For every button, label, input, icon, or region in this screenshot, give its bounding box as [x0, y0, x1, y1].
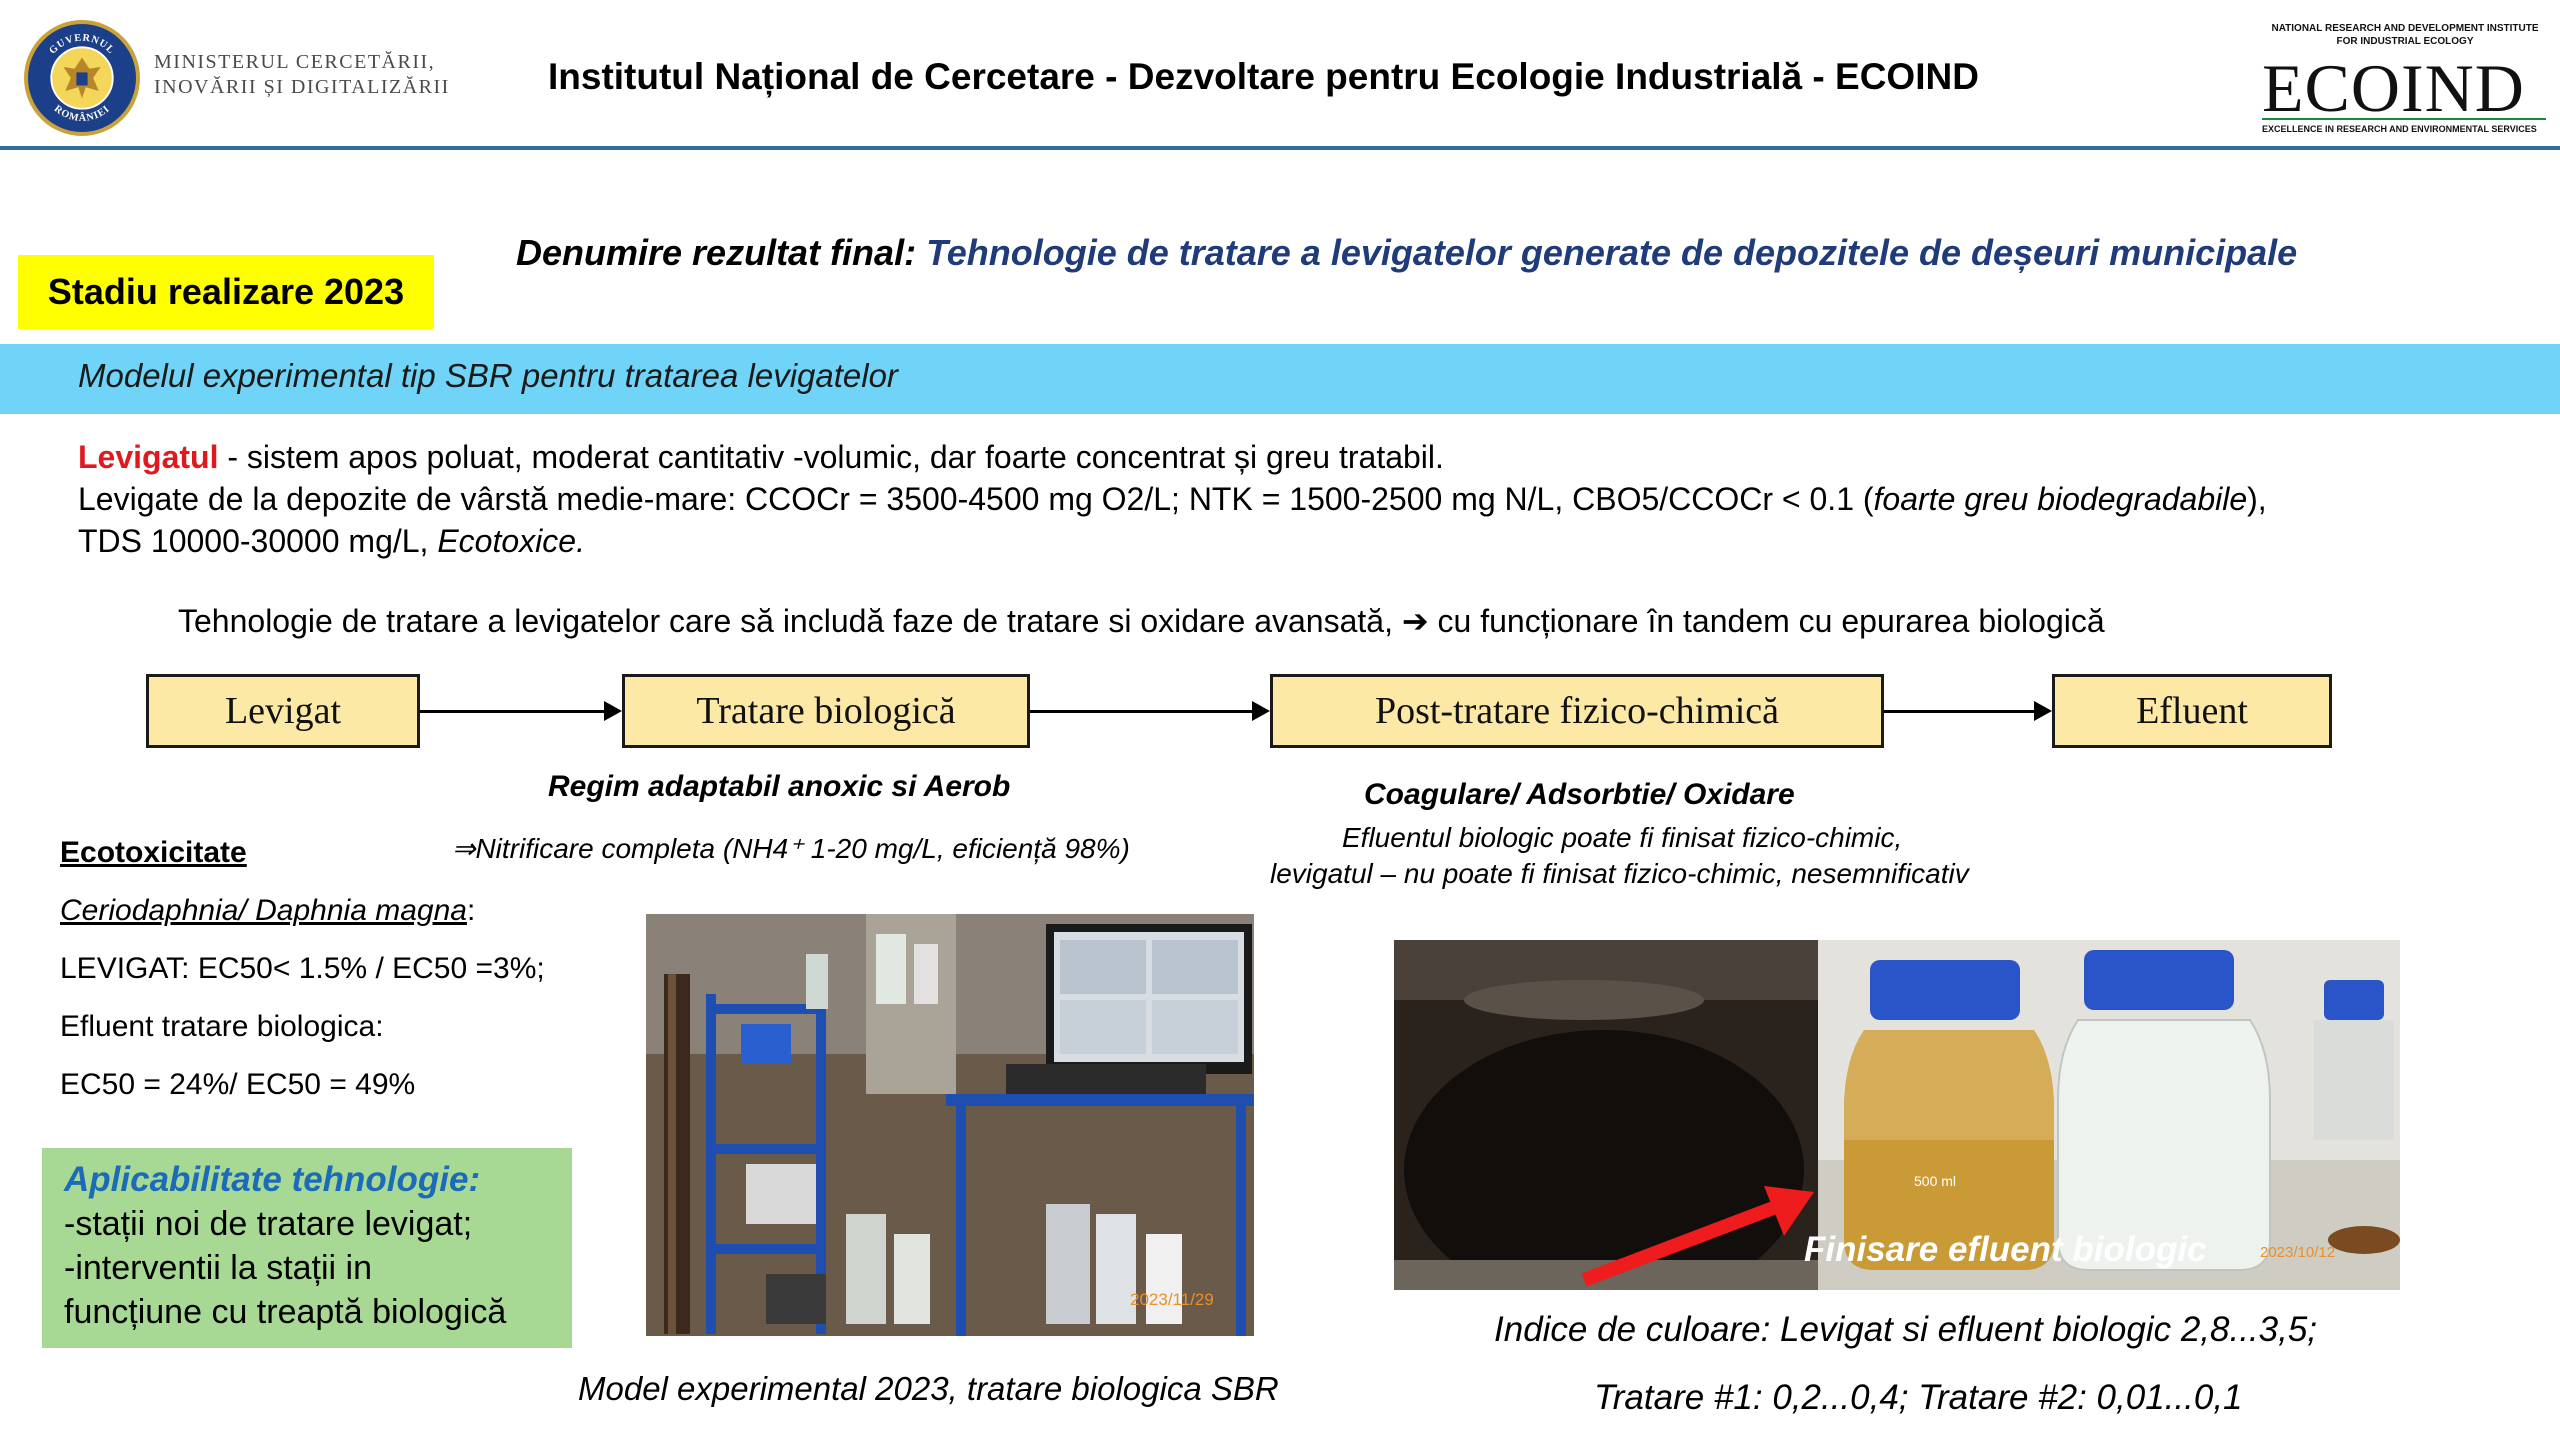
flow-arrowhead-1 [604, 701, 622, 721]
ecotoxicity-species-name: Ceriodaphnia/ Daphnia magna [60, 894, 467, 927]
applicability-line-3: funcțiune cu treaptă biologică [64, 1293, 507, 1331]
post-treatment-caption: Coagulare/ Adsorbtie/ Oxidare [1364, 778, 1795, 811]
flow-arrow-3 [1884, 710, 2034, 713]
leachate-description: Levigatul - sistem apos poluat, moderat … [78, 436, 2267, 562]
leachate-term: Levigatul [78, 439, 219, 475]
lab-photo-caption: Model experimental 2023, tratare biologi… [578, 1370, 1279, 1407]
technology-text-before: Tehnologie de tratare a levigatelor care… [178, 603, 1402, 639]
ecotoxicity-effluent-label: Efluent tratare biologica: [60, 1010, 384, 1043]
description-line-3: TDS 10000-30000 mg/L, Ecotoxice. [78, 520, 2267, 562]
description-line-2: Levigate de la depozite de vârstă medie-… [78, 478, 2267, 520]
lab-photo-timestamp: 2023/11/29 [1130, 1290, 1214, 1309]
section-band [0, 344, 2560, 414]
effluent-overlay-label: Finisare efluent biologic [1804, 1230, 2207, 1269]
technology-text-after: cu funcționare în tandem cu epurarea bio… [1428, 603, 2105, 639]
ecoind-header-caption: NATIONAL RESEARCH AND DEVELOPMENT INSTIT… [2260, 22, 2550, 48]
description-line-3-italic: Ecotoxice. [437, 523, 585, 559]
header-divider [0, 146, 2560, 150]
description-line-2-end: ), [2247, 481, 2267, 517]
color-index-line-1: Indice de culoare: Levigat si efluent bi… [1494, 1310, 2318, 1349]
ecotoxicity-species-colon: : [466, 894, 476, 927]
applicability-line-1: -stații noi de tratare levigat; [64, 1205, 473, 1243]
effluent-photo-timestamp: 2023/10/12 [2260, 1244, 2336, 1261]
description-line-3-text: TDS 10000-30000 mg/L, [78, 523, 438, 559]
flow-step-post-treatment: Post-tratare fizico-chimică [1270, 674, 1884, 748]
flow-step-biological: Tratare biologică [622, 674, 1030, 748]
applicability-box: Aplicabilitate tehnologie: -stații noi d… [42, 1148, 572, 1348]
ecotoxicity-title: Ecotoxicitate [60, 836, 247, 869]
ecotoxicity-effluent-values: EC50 = 24%/ EC50 = 49% [60, 1068, 416, 1101]
government-seal-logo: GUVERNUL ROMÂNIEI [24, 20, 140, 136]
applicability-title: Aplicabilitate tehnologie: [64, 1160, 481, 1199]
bottle-volume-mark: 500 ml [1914, 1173, 1956, 1189]
flow-arrowhead-2 [1252, 701, 1270, 721]
flow-arrow-1 [420, 710, 604, 713]
ecoind-caption-line-1: NATIONAL RESEARCH AND DEVELOPMENT INSTIT… [2271, 23, 2539, 34]
flow-arrowhead-3 [2034, 701, 2052, 721]
final-result-value: Tehnologie de tratare a levigatelor gene… [926, 232, 2298, 273]
description-line-2-text: Levigate de la depozite de vârstă medie-… [78, 481, 1874, 517]
flow-step-effluent: Efluent [2052, 674, 2332, 748]
ministry-name: Ministerul Cercetării, Inovării și Digit… [154, 50, 450, 100]
lab-setup-photo: 2023/11/29 [646, 914, 1254, 1336]
institute-title: Institutul Național de Cercetare - Dezvo… [548, 56, 1979, 97]
nitrification-note: ⇒Nitrificare completa (NH4⁺ 1-20 mg/L, e… [452, 833, 1130, 864]
color-index-line-2: Tratare #1: 0,2...0,4; Tratare #2: 0,01.… [1594, 1378, 2243, 1417]
ministry-line-2: Inovării și Digitalizării [154, 76, 450, 98]
biological-regime-caption: Regim adaptabil anoxic si Aerob [548, 770, 1011, 803]
post-treatment-note-2: levigatul – nu poate fi finisat fizico-c… [1270, 858, 1969, 889]
final-result-title: Denumire rezultat final: Tehnologie de t… [516, 232, 2297, 274]
ministry-line-1: Ministerul Cercetării, [154, 51, 436, 73]
section-band-title: Modelul experimental tip SBR pentru trat… [78, 357, 898, 394]
ecotoxicity-levigat: LEVIGAT: EC50< 1.5% / EC50 =3%; [60, 952, 545, 985]
ecoind-caption-line-2: FOR INDUSTRIAL ECOLOGY [2336, 36, 2474, 47]
technology-statement: Tehnologie de tratare a levigatelor care… [178, 602, 2105, 640]
header [0, 0, 2560, 148]
ecoind-logo-rule [2262, 118, 2546, 120]
ecotoxicity-species: Ceriodaphnia/ Daphnia magna: [60, 894, 475, 928]
flow-arrow-2 [1030, 710, 1252, 713]
post-treatment-note-1: Efluentul biologic poate fi finisat fizi… [1342, 822, 1903, 853]
ecoind-logo: ECOIND [2262, 50, 2525, 126]
final-result-label: Denumire rezultat final: [516, 232, 917, 273]
description-line-2-italic: foarte greu biodegradabile [1873, 481, 2248, 517]
flow-step-levigat: Levigat [146, 674, 420, 748]
effluent-samples-photo: 500 ml Finisare efluent biologic 2023/10… [1394, 940, 2400, 1290]
description-line-1-text: - sistem apos poluat, moderat cantitativ… [218, 439, 1444, 475]
stage-badge: Stadiu realizare 2023 [18, 255, 434, 329]
applicability-line-2: -interventii la stații in [64, 1249, 373, 1287]
description-line-1: Levigatul - sistem apos poluat, moderat … [78, 436, 2267, 478]
ecoind-tagline: EXCELLENCE IN RESEARCH AND ENVIRONMENTAL… [2262, 124, 2537, 134]
right-arrow-icon: ➔ [1401, 603, 1429, 639]
